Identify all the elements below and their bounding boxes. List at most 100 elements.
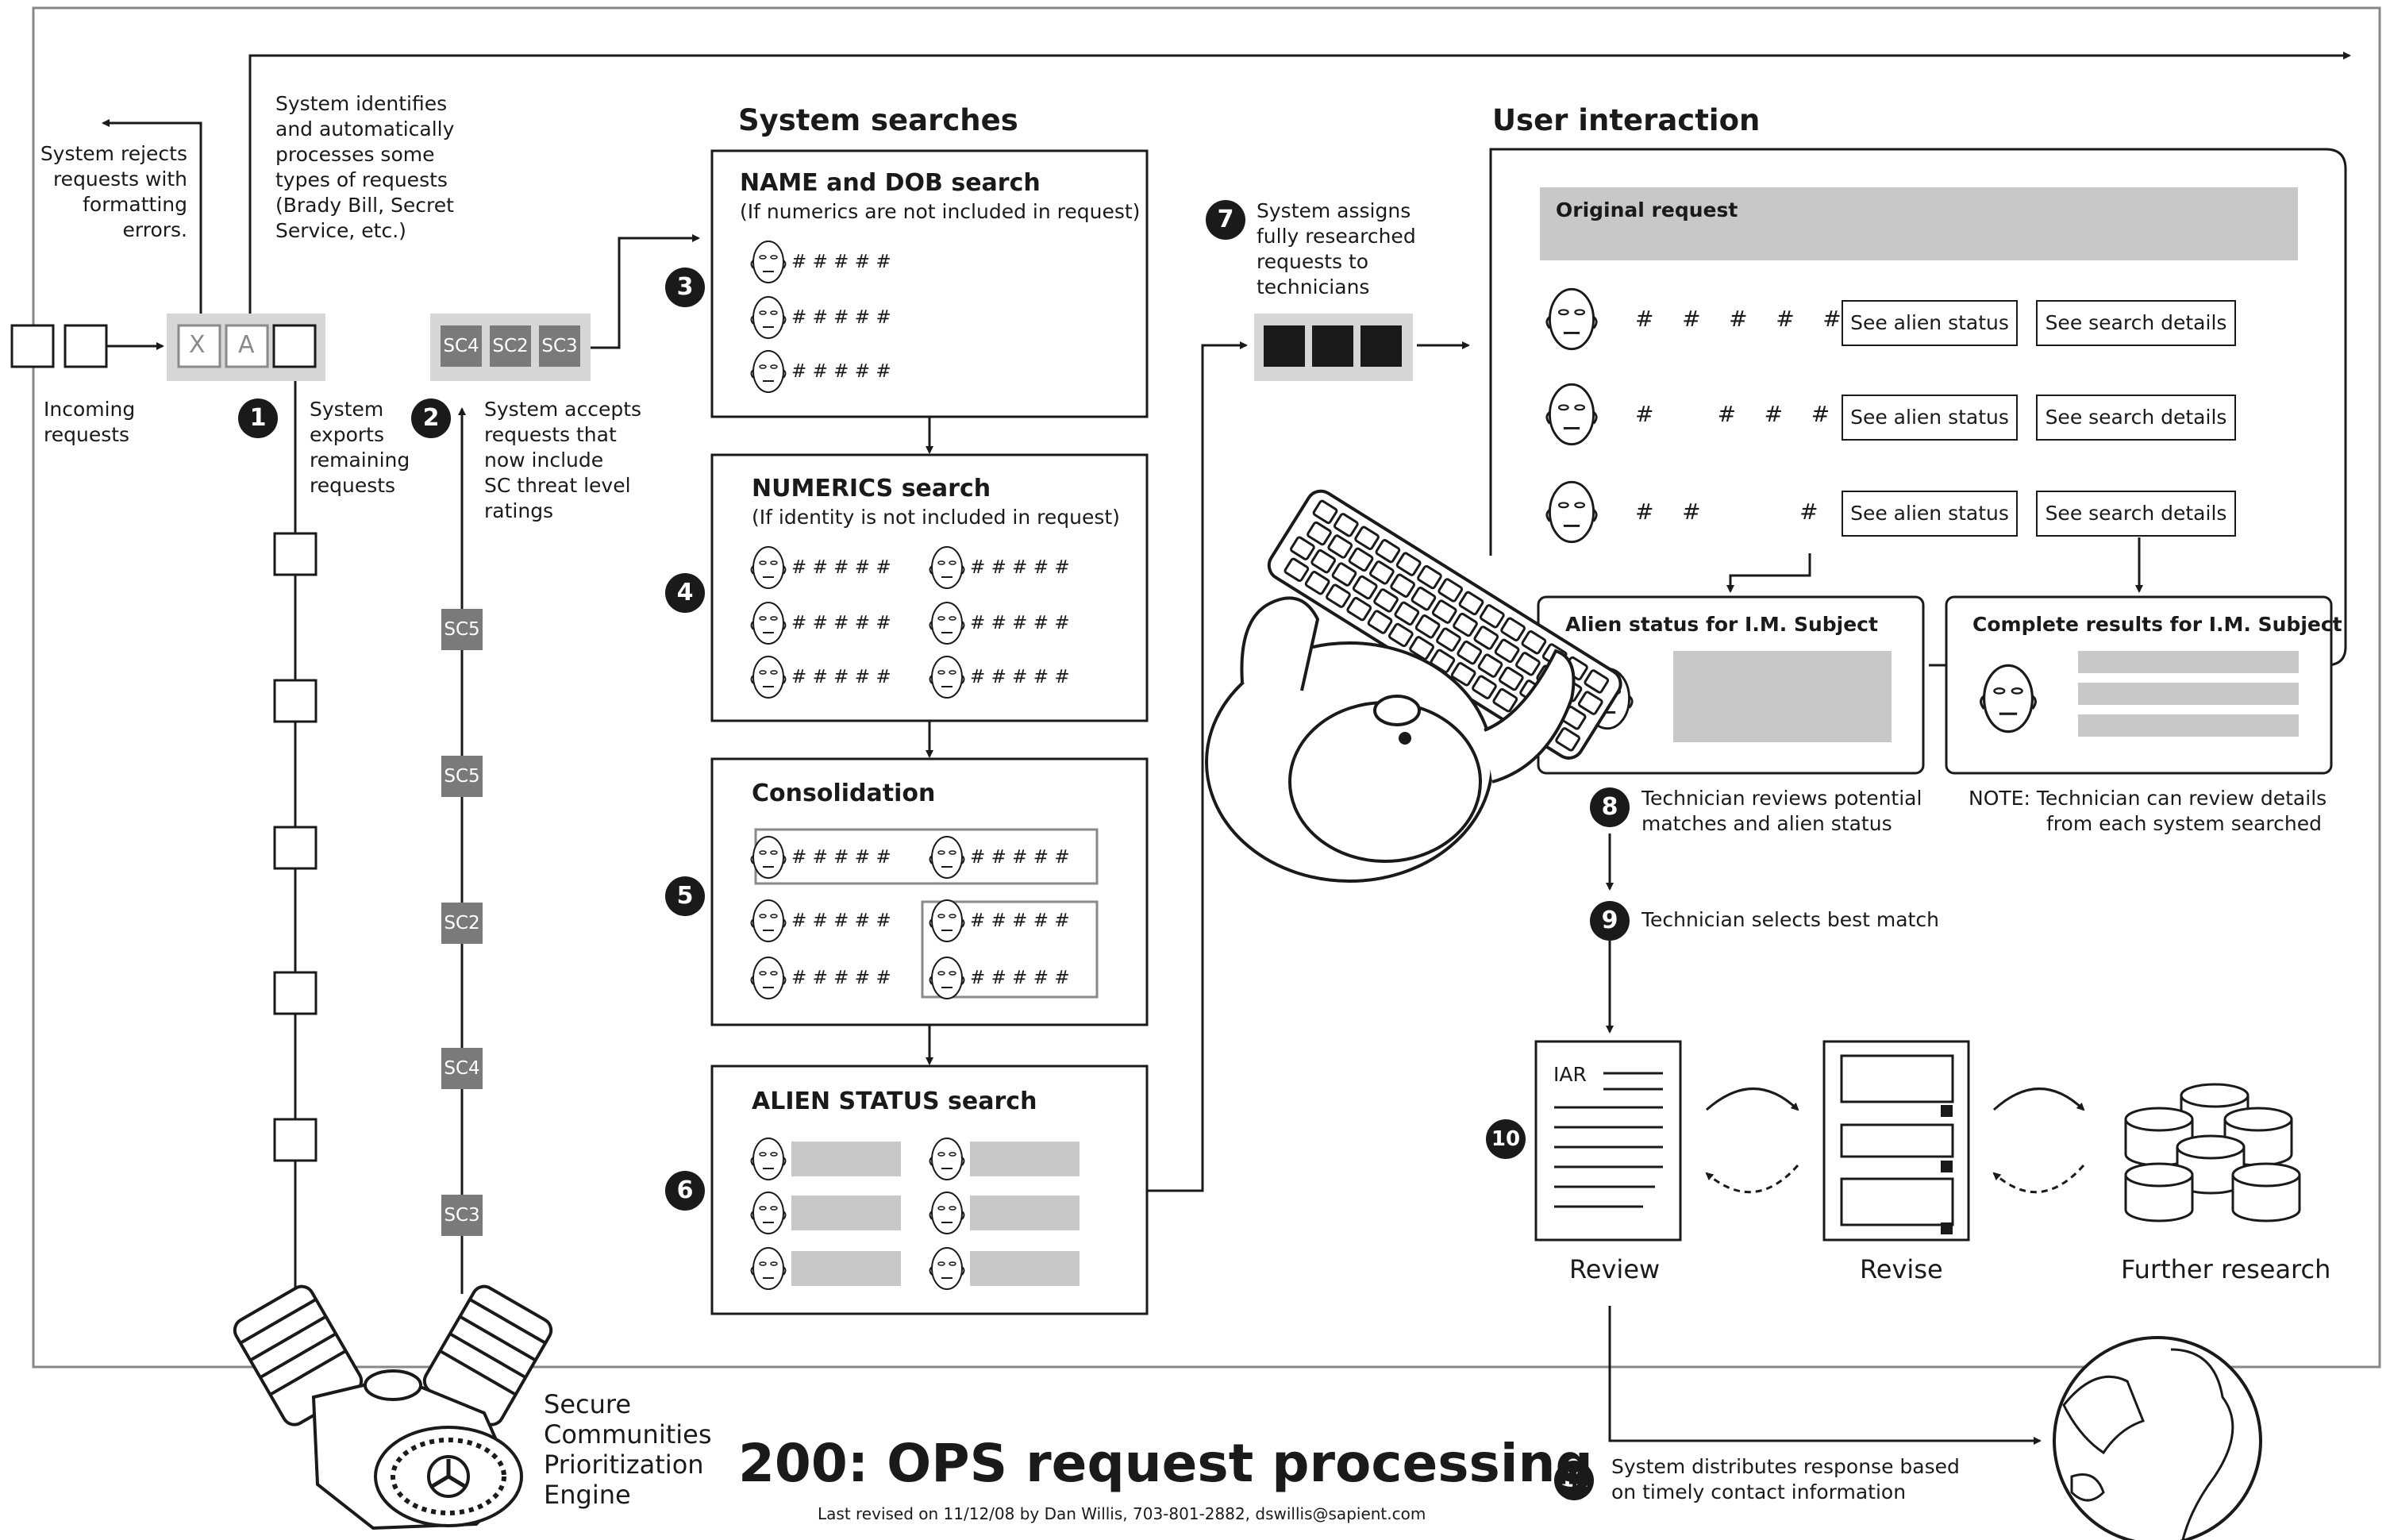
system-searches-heading: System searches — [738, 103, 1018, 137]
hash-placeholder: # # # # # — [970, 613, 1070, 633]
engine-line: Communities — [544, 1419, 712, 1450]
step-1-text: System exports remaining requests — [310, 397, 410, 499]
reject-arrow — [102, 119, 202, 321]
note-text: NOTE: Technician can review details from… — [1969, 786, 2327, 837]
name-dob-subtitle: (If numerics are not included in request… — [740, 200, 1141, 223]
user-interaction-heading: User interaction — [1492, 103, 1761, 137]
reject-line: requests with — [52, 167, 187, 191]
step-1-line: System — [310, 398, 384, 421]
assign-arrow — [1147, 341, 1248, 1192]
step-2-line: requests that — [484, 423, 617, 446]
step-1-badge: 1 — [238, 398, 278, 438]
incoming-text: Incoming requests — [44, 397, 135, 448]
hash-placeholder: # # # # # — [791, 307, 891, 328]
reject-line: formatting — [83, 193, 187, 216]
step-8-line: matches and alien status — [1641, 812, 1892, 835]
identify-line: and automatically — [275, 117, 455, 141]
request-hashes: # # # # # — [1635, 306, 1842, 332]
engine-illustration — [233, 1284, 553, 1530]
review-label: Review — [1569, 1254, 1661, 1284]
step-2-line: ratings — [484, 499, 554, 522]
hash-placeholder: # # # # # — [791, 613, 891, 633]
technician-illustration — [1205, 489, 1622, 883]
reject-text: System rejects requests with formatting … — [32, 141, 187, 243]
see-search-details-button[interactable]: See search details — [2036, 300, 2236, 346]
step-2-badge: 2 — [411, 398, 451, 438]
engine-label: Secure Communities Prioritization Engine — [544, 1389, 712, 1510]
reject-line: errors. — [122, 218, 188, 241]
to-searches-arrow — [591, 234, 700, 349]
see-alien-status-button[interactable]: See alien status — [1842, 491, 2018, 537]
diagram-title: 200: OPS request processing — [738, 1433, 1593, 1494]
step-2-text: System accepts requests that now include… — [484, 397, 641, 524]
see-search-details-button[interactable]: See search details — [2036, 395, 2236, 441]
step-10-badge: 10 — [1486, 1119, 1526, 1159]
step-6-badge: 6 — [665, 1171, 705, 1211]
assign-line: System assigns — [1257, 199, 1411, 222]
see-alien-status-button[interactable]: See alien status — [1842, 300, 2018, 346]
name-dob-title: NAME and DOB search — [740, 169, 1041, 197]
step-8-badge: 8 — [1590, 787, 1630, 827]
engine-line: Prioritization — [544, 1450, 704, 1480]
outer-frame — [32, 6, 2381, 1369]
iar-label: IAR — [1553, 1063, 1587, 1086]
step-1-line: remaining — [310, 449, 410, 472]
hash-placeholder: # # # # # — [970, 847, 1070, 868]
see-search-details-button[interactable]: See search details — [2036, 491, 2236, 537]
step-11-badge: 11 — [1554, 1461, 1594, 1500]
hash-placeholder: # # # # # — [791, 911, 891, 931]
hash-placeholder: # # # # # — [791, 968, 891, 988]
complete-panel-title: Complete results for I.M. Subject — [1972, 613, 2342, 636]
request-hashes: # # # — [1635, 499, 1818, 525]
hash-placeholder: # # # # # — [791, 361, 891, 382]
request-hashes: # # # # — [1635, 401, 1830, 427]
numerics-title: NUMERICS search — [752, 475, 991, 502]
identify-line: System identifies — [275, 92, 448, 115]
assign-text: System assigns fully researched requests… — [1257, 198, 1416, 300]
incoming-box — [10, 324, 55, 368]
assign-line: requests to — [1257, 250, 1369, 273]
step-5-badge: 5 — [665, 876, 705, 916]
identify-line: processes some — [275, 143, 435, 166]
hash-placeholder: # # # # # — [791, 252, 891, 272]
incoming-box — [64, 324, 108, 368]
alien-panel-title: Alien status for I.M. Subject — [1565, 613, 1878, 636]
hash-placeholder: # # # # # — [970, 911, 1070, 931]
step-9-badge: 9 — [1590, 901, 1630, 941]
hash-placeholder: # # # # # — [791, 667, 891, 687]
reject-line: System rejects — [40, 142, 187, 165]
note-line: NOTE: Technician can review details — [1969, 787, 2327, 810]
incoming-line: Incoming — [44, 398, 136, 421]
sc-chip: SC3 — [441, 1195, 483, 1236]
step-2-line: SC threat level — [484, 474, 631, 497]
blank-box — [272, 324, 317, 368]
step-1-line: exports — [310, 423, 385, 446]
hash-placeholder: # # # # # — [970, 557, 1070, 578]
revise-label: Revise — [1860, 1254, 1943, 1284]
see-alien-status-button[interactable]: See alien status — [1842, 395, 2018, 441]
sc-chip-top: SC2 — [490, 325, 531, 367]
step-8-line: Technician reviews potential — [1641, 787, 1922, 810]
further-research-label: Further research — [2121, 1254, 2331, 1284]
hash-placeholder: # # # # # — [970, 968, 1070, 988]
step-9-text: Technician selects best match — [1641, 908, 1939, 931]
step-1-line: requests — [310, 474, 396, 497]
original-request-label: Original request — [1556, 198, 1738, 221]
original-request-bar — [1540, 187, 2298, 260]
step-7-badge: 7 — [1206, 200, 1245, 240]
database-icons — [2124, 1083, 2301, 1222]
alien-search-title: ALIEN STATUS search — [752, 1088, 1037, 1115]
auto-process-arrow — [248, 52, 2351, 318]
sc-chip: SC4 — [441, 1048, 483, 1089]
step-11-line: on timely contact information — [1611, 1480, 1907, 1503]
engine-line: Engine — [544, 1480, 631, 1510]
sc-chip-top: SC3 — [539, 325, 580, 367]
sc-chip: SC5 — [441, 609, 483, 650]
revision-note: Last revised on 11/12/08 by Dan Willis, … — [818, 1504, 1426, 1523]
a-box — [225, 324, 269, 368]
a-box-label: A — [238, 331, 255, 359]
sc-chip-top: SC4 — [441, 325, 482, 367]
sc-chip: SC5 — [441, 756, 483, 797]
assign-line: fully researched — [1257, 225, 1416, 248]
